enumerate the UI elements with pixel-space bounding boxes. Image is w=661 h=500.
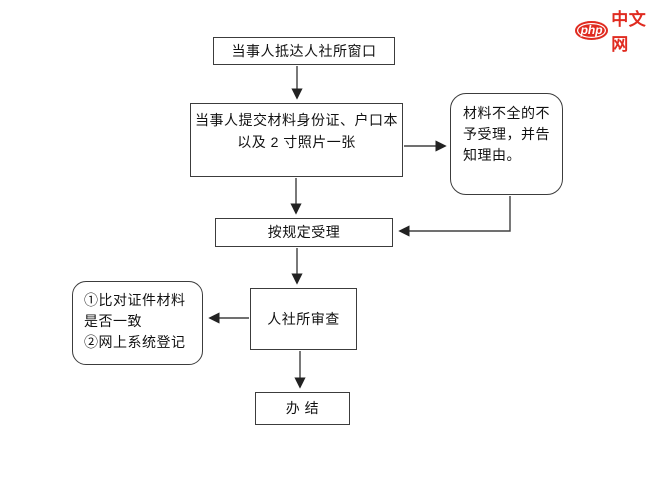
node-label-line: ①比对证件材料	[84, 292, 186, 308]
node-label-line: 当事人提交材料身份证、户口本	[195, 112, 398, 128]
node-submit-materials: 当事人提交材料身份证、户口本 以及 2 寸照片一张	[190, 103, 403, 177]
site-name-text: 中文网	[611, 10, 647, 54]
node-label: 当事人抵达人社所窗口	[231, 42, 377, 59]
node-reject-incomplete: 材料不全的不 予受理，并告 知理由。	[450, 93, 563, 195]
node-label-line: ②网上系统登记	[84, 334, 186, 350]
node-review-checklist: ①比对证件材料 是否一致 ②网上系统登记	[72, 281, 203, 365]
node-office-review: 人社所审查	[250, 288, 357, 350]
node-label: 办 结	[285, 400, 320, 416]
php-logo-text: php	[580, 23, 603, 37]
node-label-line: 以及 2 寸照片一张	[237, 134, 356, 150]
php-cn-watermark: php 中文网	[575, 5, 661, 55]
node-arrive-window: 当事人抵达人社所窗口	[213, 37, 395, 65]
node-label-line: 予受理，并告	[463, 126, 550, 142]
node-label-line: 是否一致	[84, 313, 142, 329]
node-complete: 办 结	[255, 392, 350, 425]
node-accept-per-rules: 按规定受理	[215, 218, 393, 247]
node-label: 人社所审查	[267, 310, 340, 327]
node-label: 按规定受理	[267, 224, 341, 240]
php-logo-icon: php	[575, 20, 609, 40]
node-label-line: 材料不全的不	[463, 105, 550, 121]
node-label-line: 知理由。	[463, 147, 521, 163]
connector-reject-to-accept	[398, 196, 511, 237]
